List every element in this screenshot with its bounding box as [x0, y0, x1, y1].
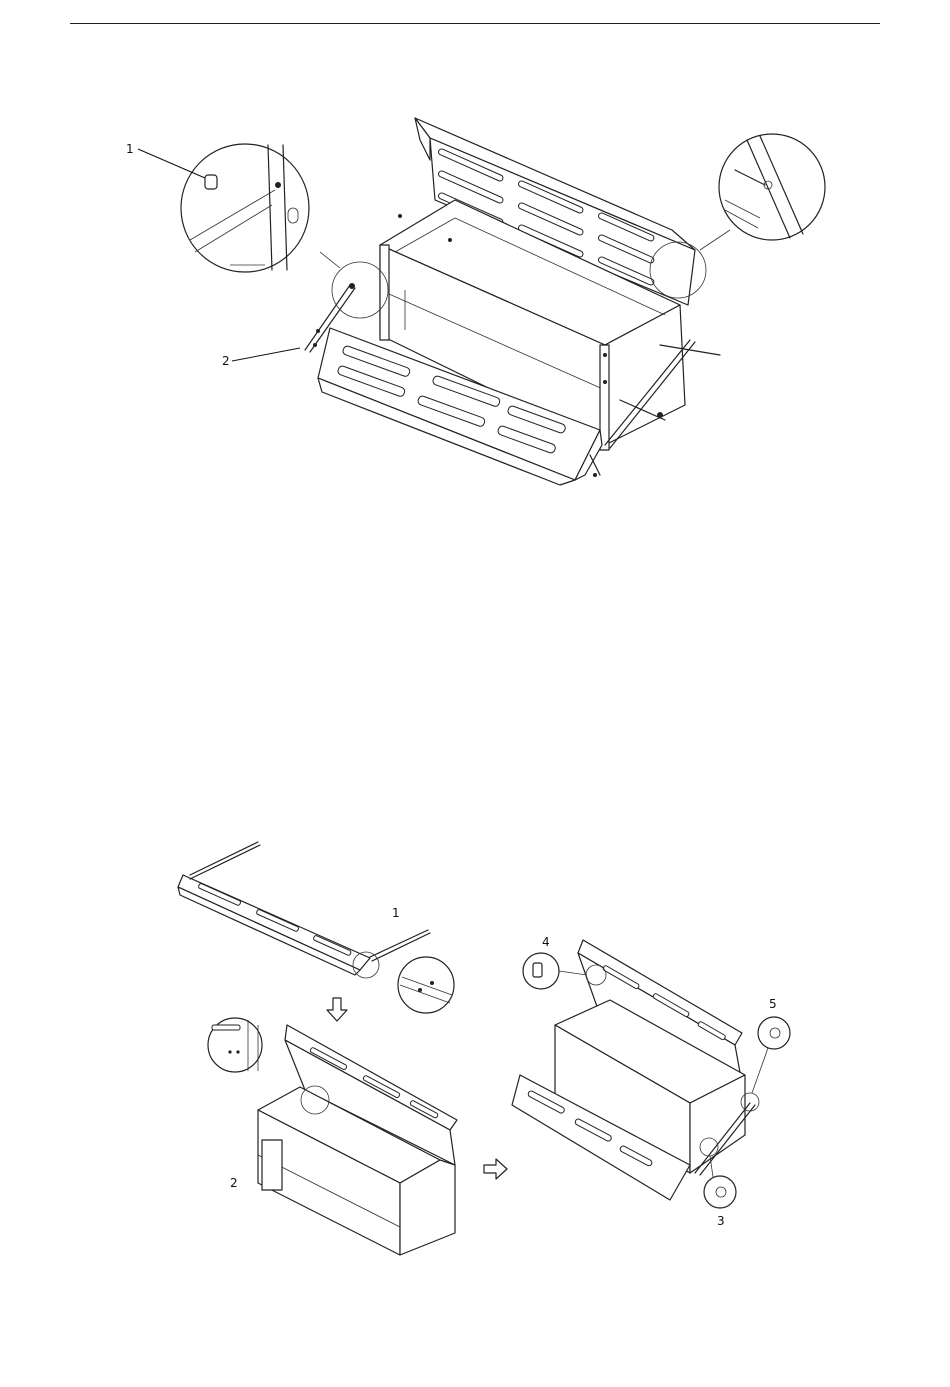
top-assembly-diagram: 1 2	[0, 100, 950, 510]
step2-body	[208, 1018, 457, 1255]
step1-treadle	[178, 842, 454, 1013]
callout-4: 4	[542, 935, 550, 949]
header-rule	[70, 23, 880, 24]
detail-circle-left	[181, 144, 388, 318]
callout-3: 3	[717, 1214, 725, 1228]
step3-assembled	[512, 940, 790, 1208]
arrow-down-icon	[327, 998, 347, 1021]
bottom-assembly-diagram: 1 2	[0, 835, 950, 1275]
callout-5: 5	[769, 997, 777, 1011]
callout-1-bottom: 1	[392, 906, 400, 920]
callout-1-top: 1	[126, 142, 134, 156]
arrow-right-icon	[484, 1159, 507, 1179]
callout-2-bottom: 2	[230, 1176, 238, 1190]
callout-2-top: 2	[222, 354, 230, 368]
